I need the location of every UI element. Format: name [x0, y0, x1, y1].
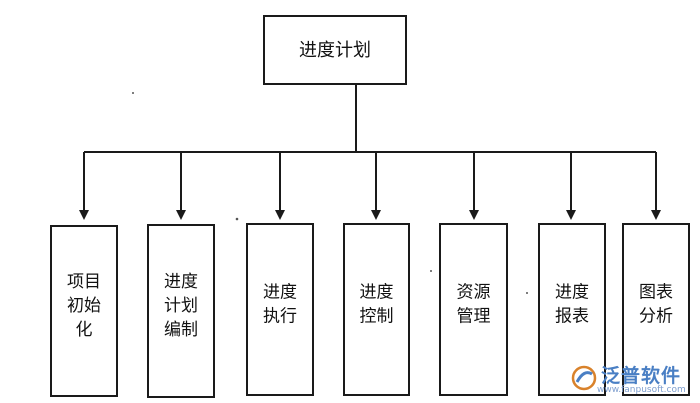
arrowhead-icon: [469, 210, 479, 220]
child-node-label-line: 报表: [555, 307, 589, 327]
child-node-label-line: 计划: [164, 296, 198, 316]
child-node-box: [439, 223, 508, 396]
fanpusoft-logo-icon: [571, 365, 597, 391]
scan-speck: [430, 270, 432, 272]
arrowhead-icon: [176, 210, 186, 220]
root-node-box: [263, 15, 407, 85]
child-node-label-line: 分析: [639, 307, 673, 327]
watermark-brand: 泛普软件: [601, 365, 682, 387]
arrowhead-icon: [79, 210, 89, 220]
root-node-label: 进度计划: [299, 40, 371, 61]
child-node-box: [246, 223, 314, 396]
child-node-box: [538, 223, 606, 396]
arrowhead-icon: [651, 210, 661, 220]
arrowhead-icon: [371, 210, 381, 220]
watermark: 泛普软件 www.fanpusoft.com: [567, 361, 692, 399]
arrowhead-icon: [566, 210, 576, 220]
child-node-label-line: 初始: [67, 296, 101, 316]
arrowhead-icon: [275, 210, 285, 220]
child-node-label-line: 图表: [639, 283, 673, 303]
child-node-label-line: 化: [76, 320, 93, 340]
child-node-box: [50, 225, 118, 397]
child-node-box: [622, 223, 690, 396]
scan-speck: [132, 92, 134, 94]
child-node-label-line: 进度: [555, 283, 589, 303]
watermark-url: www.fanpusoft.com: [597, 385, 686, 395]
child-node-label-line: 资源: [457, 283, 491, 303]
scan-speck: [526, 292, 528, 294]
scan-speck: [235, 217, 239, 221]
child-node-label-line: 进度: [263, 283, 297, 303]
child-node-label-line: 执行: [263, 307, 297, 327]
child-node-label-line: 控制: [360, 307, 394, 327]
child-node-label-line: 管理: [457, 307, 491, 327]
child-node-label-line: 进度: [164, 272, 198, 292]
child-node-box: [147, 224, 215, 398]
child-node-label-line: 项目: [67, 272, 101, 292]
child-node-label-line: 编制: [164, 320, 198, 340]
child-node-box: [343, 223, 410, 396]
child-node-label-line: 进度: [360, 283, 394, 303]
